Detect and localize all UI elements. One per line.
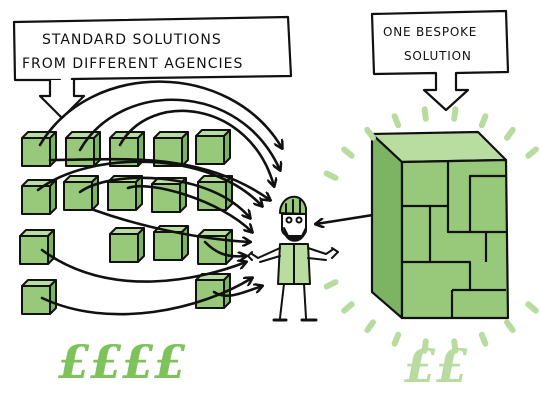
standard-solution-cubes <box>19 129 233 315</box>
glow-ray <box>504 126 516 141</box>
block-front <box>400 158 510 320</box>
solution-cube <box>151 177 187 213</box>
arrow-curve <box>48 157 270 200</box>
glow-ray <box>323 170 339 181</box>
price-few-pounds: ££ <box>404 339 468 389</box>
glow-ray <box>421 106 429 122</box>
glow-ray <box>391 113 402 129</box>
bespoke-glow-rays <box>323 106 539 354</box>
glow-ray <box>525 301 539 314</box>
glow-ray <box>525 146 539 159</box>
glow-ray <box>364 126 376 141</box>
glow-ray <box>478 113 489 129</box>
glow-ray <box>341 146 355 159</box>
arrow-curve <box>212 286 262 298</box>
delivery-arrows <box>36 80 394 316</box>
arrow-curve <box>126 184 252 232</box>
callout-left-line1: STANDARD SOLUTIONS <box>42 32 222 48</box>
callout-right-line1: ONE BESPOKE <box>383 25 477 39</box>
callout-right-line2: SOLUTION <box>404 49 472 63</box>
arrow-curve <box>78 176 250 218</box>
solution-cube <box>197 229 233 265</box>
arrow-curve <box>36 160 262 206</box>
arrow-curve <box>40 248 246 283</box>
arrow-curve <box>38 80 282 148</box>
arrow-curve <box>118 109 274 186</box>
solution-cube <box>109 227 145 263</box>
glow-ray <box>323 279 339 290</box>
standard-solutions-callout: STANDARD SOLUTIONS FROM DIFFERENT AGENCI… <box>12 15 293 120</box>
solution-cube <box>63 175 99 211</box>
arrow-curve <box>92 208 250 242</box>
customer-figure <box>247 195 339 322</box>
glow-ray <box>341 301 355 314</box>
arrow-curve <box>40 278 252 316</box>
arrow-curve <box>203 240 246 256</box>
glow-ray <box>478 331 489 347</box>
solution-cube <box>195 129 231 165</box>
glow-ray <box>451 338 459 354</box>
glow-ray <box>504 319 516 334</box>
solution-cube <box>21 179 57 215</box>
solution-cube <box>21 279 57 315</box>
glow-ray <box>391 331 402 347</box>
arrow-curve <box>78 98 280 170</box>
block-side <box>370 132 404 320</box>
down-arrow-icon <box>38 80 86 120</box>
solution-cube <box>19 229 55 265</box>
bespoke-solution-callout: ONE BESPOKE SOLUTION <box>370 9 510 112</box>
callout-box-right <box>370 9 510 112</box>
bespoke-block <box>370 130 510 320</box>
solution-cube <box>65 131 101 167</box>
price-many-pounds: ££££ <box>58 335 186 389</box>
glow-ray <box>364 319 376 334</box>
glow-ray <box>451 106 459 122</box>
callout-left-line2: FROM DIFFERENT AGENCIES <box>22 56 243 72</box>
glow-ray <box>421 338 429 354</box>
